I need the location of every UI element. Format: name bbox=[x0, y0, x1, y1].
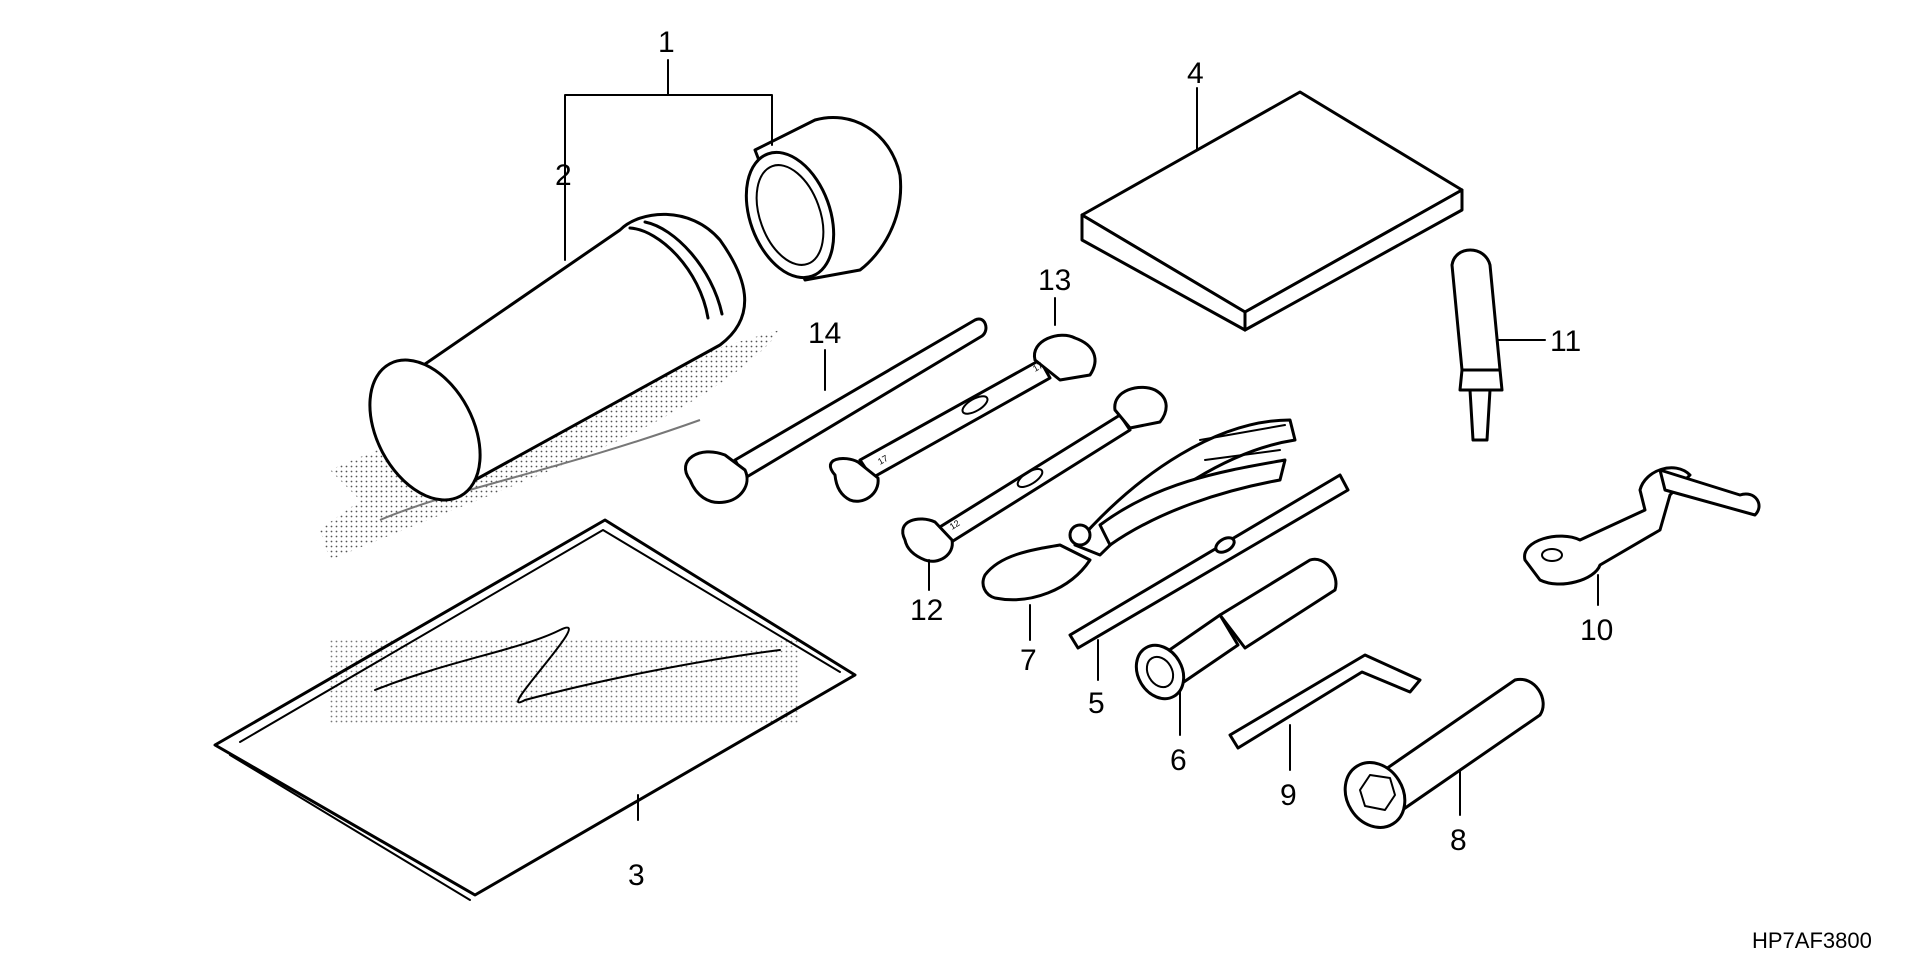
callout-14: 14 bbox=[808, 317, 841, 350]
callout-13: 13 bbox=[1038, 264, 1071, 297]
callout-labels: 1 2 3 4 5 6 7 8 9 10 11 12 13 14 bbox=[555, 26, 1613, 892]
callout-4: 4 bbox=[1187, 57, 1204, 90]
wrench-13-size-stamp: 17 bbox=[1031, 360, 1045, 374]
tool-case bbox=[368, 212, 747, 502]
callout-7: 7 bbox=[1020, 644, 1037, 677]
callout-10: 10 bbox=[1580, 614, 1613, 647]
wrench-long bbox=[683, 317, 988, 505]
callout-8: 8 bbox=[1450, 824, 1467, 857]
wrench-12: 12 bbox=[901, 385, 1168, 563]
tool-bag bbox=[213, 518, 857, 901]
wrench-13: 17 17 bbox=[828, 333, 1097, 503]
callout-5: 5 bbox=[1088, 687, 1105, 720]
spark-plug-wrench bbox=[1343, 677, 1545, 829]
callout-1: 1 bbox=[658, 26, 675, 59]
callout-2: 2 bbox=[555, 159, 572, 192]
wrench-12-size-stamp: 12 bbox=[948, 518, 962, 532]
diagram-code: HP7AF3800 bbox=[1752, 928, 1872, 953]
wrench-13-size-stamp-2: 17 bbox=[876, 453, 890, 467]
socket-handle bbox=[1134, 557, 1338, 701]
owners-manual bbox=[1080, 90, 1464, 332]
pliers bbox=[981, 418, 1297, 602]
hex-key bbox=[1228, 653, 1422, 750]
callout-6: 6 bbox=[1170, 744, 1187, 777]
spanner-tool bbox=[1523, 466, 1761, 586]
callout-11: 11 bbox=[1550, 325, 1581, 358]
tool-case-cap bbox=[744, 115, 903, 282]
screwdriver bbox=[1068, 473, 1350, 650]
leader-lines bbox=[564, 59, 1599, 821]
callout-12: 12 bbox=[910, 594, 943, 627]
callout-9: 9 bbox=[1280, 779, 1297, 812]
screwdriver-grip bbox=[1450, 248, 1504, 442]
callout-3: 3 bbox=[628, 859, 645, 892]
